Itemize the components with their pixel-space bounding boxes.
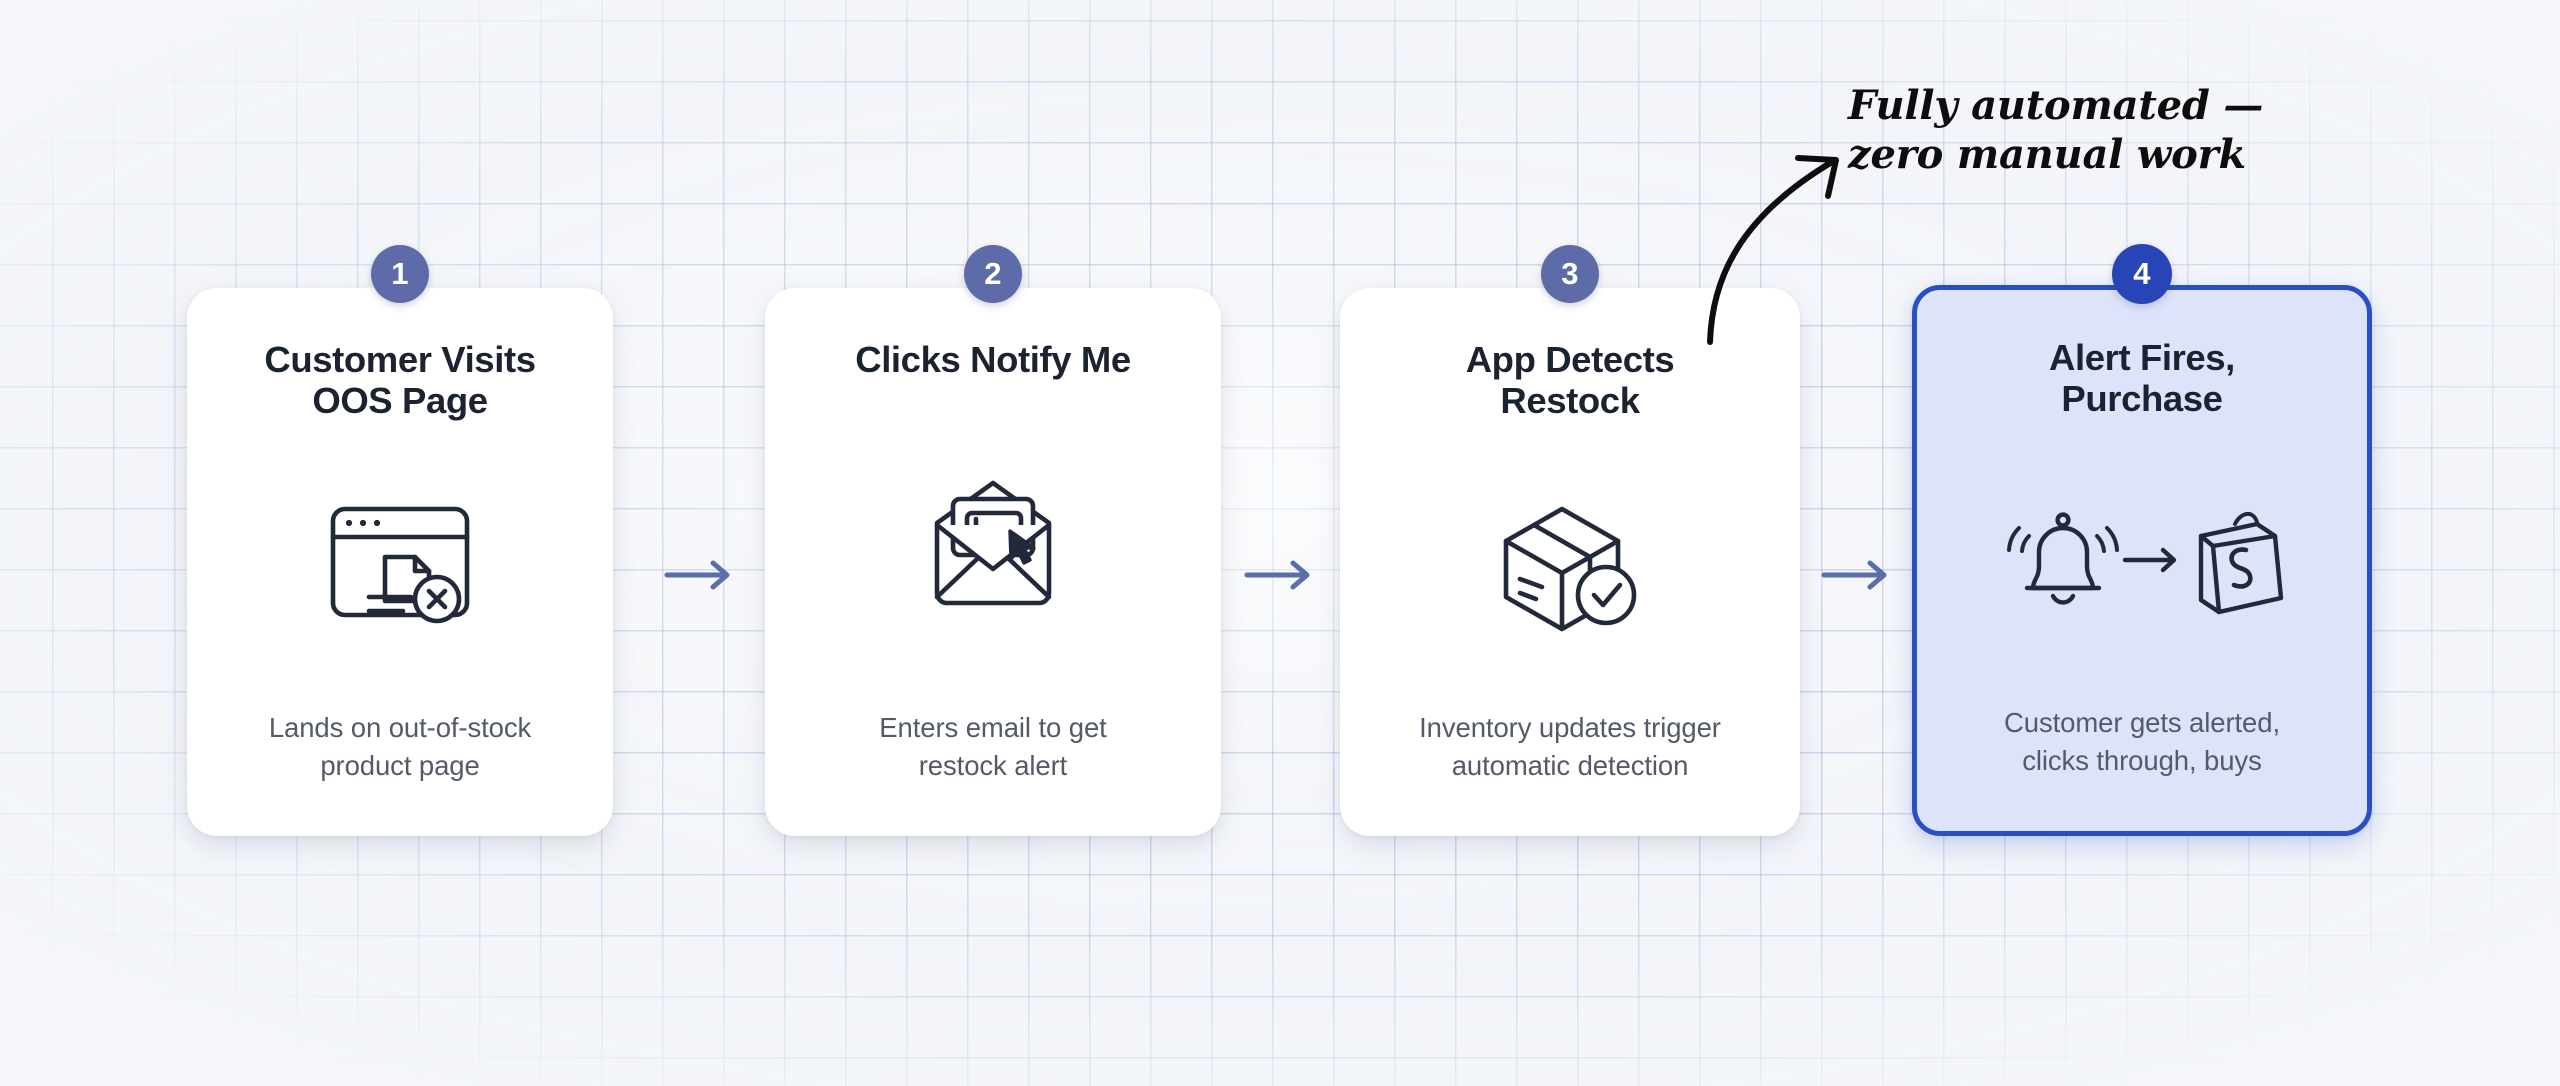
connector-arrow-3 (1820, 555, 1900, 595)
step-number-badge-3: 3 (1541, 245, 1599, 303)
package-box-check-icon (1370, 422, 1770, 709)
step-number-badge-2: 2 (964, 245, 1022, 303)
step-description-1: Lands on out-of-stock product page (268, 712, 532, 781)
step-title-2: Clicks Notify Me (855, 339, 1131, 380)
ringing-bell-arrow-shopify-bag-icon (1947, 420, 2337, 704)
step-description-2: Enters email to get restock alert (879, 712, 1107, 781)
step-description-4: Customer gets alerted, clicks through, b… (2004, 707, 2280, 776)
browser-window-document-error-icon (217, 422, 583, 709)
step-card-1: 1 Customer Visits OOS Page Lands on out-… (187, 245, 613, 836)
step-title-4: Alert Fires, Purchase (2049, 337, 2235, 419)
connector-arrow-1 (663, 555, 743, 595)
annotation-text: Fully automated — zero manual work (1848, 82, 2264, 178)
step-title-1: Customer Visits OOS Page (264, 339, 536, 421)
step-number-badge-1: 1 (371, 245, 429, 303)
connector-arrow-2 (1243, 555, 1323, 595)
step-title-3: App Detects Restock (1465, 339, 1675, 421)
step-card-3: 3 App Detects Restock Inventory updates … (1340, 245, 1800, 836)
step-card-2: 2 Clicks Notify Me Enters email to get r… (765, 245, 1221, 836)
step-description-3: Inventory updates trigger automatic dete… (1419, 712, 1721, 781)
annotation-callout: Fully automated — zero manual work (1848, 82, 2468, 180)
curved-arrow-up-right-icon (1690, 130, 1870, 350)
step-number-badge-4: 4 (2112, 244, 2172, 304)
open-envelope-cursor-icon (795, 381, 1191, 709)
step-card-4: 4 Alert Fires, Purchase (1912, 244, 2372, 836)
